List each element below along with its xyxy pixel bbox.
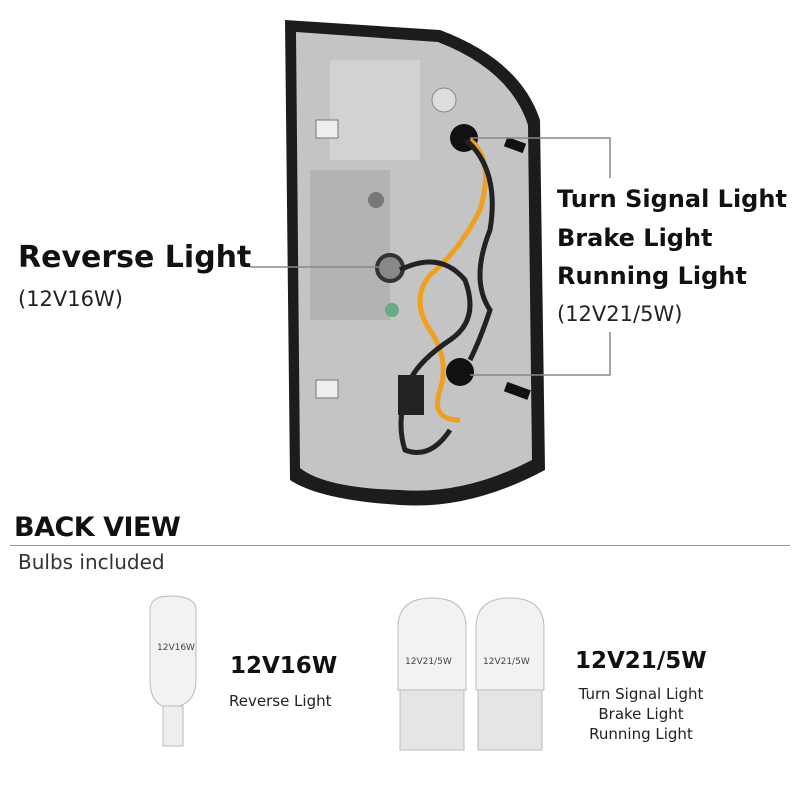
callout-lines	[250, 137, 611, 376]
running-light-label: Running Light	[557, 262, 747, 290]
reverse-light-label: Reverse Light	[18, 240, 252, 275]
section-title: BACK VIEW	[14, 512, 181, 543]
bulb-21w-use: Running Light	[589, 725, 693, 743]
bulb-print-21w: 12V21/5W	[483, 657, 530, 667]
section-subtitle: Bulbs included	[18, 550, 165, 574]
bulb-print-21w: 12V21/5W	[405, 657, 452, 667]
bulb-16w-use: Reverse Light	[229, 692, 332, 710]
bulb-21w-use: Brake Light	[598, 705, 684, 723]
bulb-21w-illustration-2: 12V21/5W	[475, 597, 545, 751]
combo-light-spec: (12V21/5W)	[557, 302, 683, 326]
bulb-print-16w: 12V16W	[157, 643, 195, 653]
turn-signal-label: Turn Signal Light	[557, 185, 787, 213]
bulb-21w-illustration-1: 12V21/5W	[397, 597, 467, 751]
bulb-21w-uses: Turn Signal Light Brake Light Running Li…	[566, 684, 716, 744]
divider	[10, 545, 790, 546]
reverse-light-spec: (12V16W)	[18, 287, 123, 311]
brake-light-label: Brake Light	[557, 224, 713, 252]
bulb-16w-spec: 12V16W	[230, 653, 338, 679]
bulb-21w-use: Turn Signal Light	[578, 685, 704, 703]
bulb-16w-illustration: 12V16W	[149, 595, 197, 747]
bulb-21w-spec: 12V21/5W	[575, 648, 707, 674]
wiring-harness	[398, 138, 495, 455]
